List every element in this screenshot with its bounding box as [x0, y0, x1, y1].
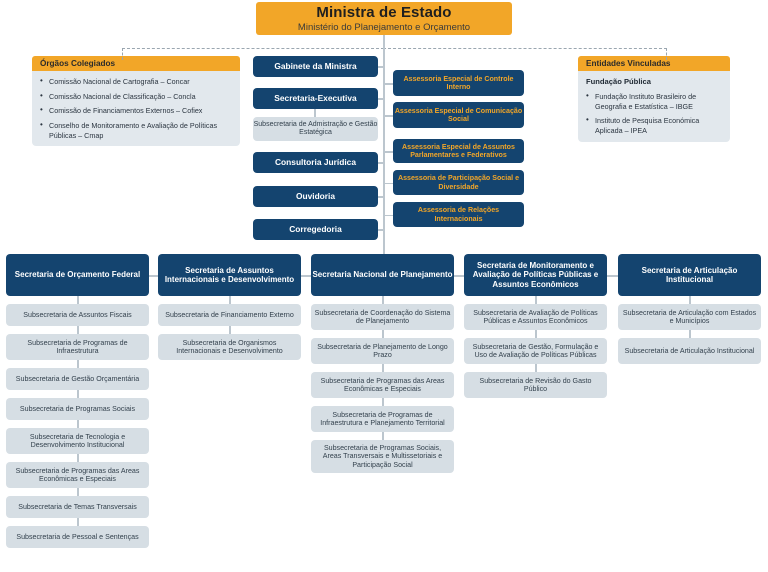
subsecretariat-2-2[interactable]: Subsecretaria de Organismos Internaciona… [158, 334, 301, 360]
list-item[interactable]: Comissão Nacional de Cartografia – Conca… [40, 76, 232, 87]
connector-spine-central-4 [378, 196, 384, 198]
connector-dashed-right-down [666, 48, 667, 60]
subsecretariat-5-2[interactable]: Subsecretaria de Articulação Institucion… [618, 338, 761, 364]
connector-sub-3-2 [382, 364, 384, 372]
list-item[interactable]: Conselho de Monitoramento e Avaliação de… [40, 120, 232, 140]
central-box-5[interactable]: Corregedoria [253, 219, 378, 240]
secretariat-5[interactable]: Secretaria de Articulação Institucional [618, 254, 761, 296]
subsecretariat-3-1[interactable]: Subsecretaria de Coordenação do Sistema … [311, 304, 454, 330]
connector-secretariat-4-down [535, 296, 537, 304]
subsecretariat-1-6[interactable]: Subsecretaria de Programas das Areas Eco… [6, 462, 149, 488]
title-main: Ministra de Estado [316, 3, 452, 21]
advisory-box-4[interactable]: Assessoria de Participação Social e Dive… [393, 170, 524, 195]
connector-exec-sub [314, 109, 316, 117]
subsecretariat-4-3[interactable]: Subsecretaria de Revisão do Gasto Públic… [464, 372, 607, 398]
subsecretariat-5-1[interactable]: Subsecretaria de Articulação com Estados… [618, 304, 761, 330]
advisory-box-3[interactable]: Assessoria Especial de Assuntos Parlamen… [393, 139, 524, 163]
subsecretariat-1-5[interactable]: Subsecretaria de Tecnologia e Desenvolvi… [6, 428, 149, 454]
subsecretariat-3-2[interactable]: Subsecretaria de Planejamento de Longo P… [311, 338, 454, 364]
connector-spine-advisory-3 [383, 151, 393, 153]
connector-sub-3-3 [382, 398, 384, 406]
list-item[interactable]: Comissão Nacional de Classificação – Con… [40, 91, 232, 102]
connector-spine-advisory-1 [383, 83, 393, 85]
connector-secretariat-3-down [382, 296, 384, 304]
connector-spine-advisory-4 [383, 182, 393, 184]
title-sub: Ministério do Planejamento e Orçamento [297, 22, 471, 34]
connector-spine-central-3 [378, 162, 384, 164]
subsecretariat-3-5[interactable]: Subsecretaria de Programas Sociais, Area… [311, 440, 454, 473]
connector-sub-1-4 [77, 420, 79, 428]
connector-spine-advisory-2 [383, 115, 393, 117]
advisory-box-1[interactable]: Assessoria Especial de Controle Interno [393, 70, 524, 96]
central-box-2[interactable]: Secretaria-Executiva [253, 88, 378, 109]
subsecretariat-2-1[interactable]: Subsecretaria de Financiamento Externo [158, 304, 301, 326]
secretariat-3[interactable]: Secretaria Nacional de Planejamento [311, 254, 454, 296]
central-box-4[interactable]: Ouvidoria [253, 186, 378, 207]
advisory-box-5[interactable]: Assessoria de Relações Internacionais [393, 202, 524, 227]
panel-right-header: Entidades Vinculadas [578, 56, 730, 71]
connector-secretariat-2-down [229, 296, 231, 304]
connector-dashed-left [122, 48, 384, 49]
connector-secretariat-5-down [689, 296, 691, 304]
connector-spine-advisory-5 [383, 214, 393, 216]
panel-right-subtitle: Fundação Pública [586, 77, 651, 86]
central-box-1[interactable]: Gabinete da Ministra [253, 56, 378, 77]
connector-secretariat-2-3 [301, 275, 311, 277]
connector-spine-central-1 [378, 66, 384, 68]
panel-left: Órgãos ColegiadosComissão Nacional de Ca… [32, 56, 240, 146]
connector-sub-1-7 [77, 518, 79, 526]
secretariat-1[interactable]: Secretaria de Orçamento Federal [6, 254, 149, 296]
connector-sub-1-3 [77, 390, 79, 398]
connector-secretariat-4-5 [607, 275, 618, 277]
subsecretariat-4-2[interactable]: Subsecretaria de Gestão, Formulação e Us… [464, 338, 607, 364]
connector-sub-1-6 [77, 488, 79, 496]
connector-dashed-right [383, 48, 667, 49]
connector-title-down [383, 35, 385, 48]
connector-sub-5-1 [689, 330, 691, 338]
subsecretariat-4-1[interactable]: Subsecretaria de Avaliação de Políticas … [464, 304, 607, 330]
central-executive-sub[interactable]: Subsecretaria de Admistração e Gestão Es… [253, 117, 378, 141]
secretariat-4[interactable]: Secretaria de Monitoramento e Avaliação … [464, 254, 607, 296]
subsecretariat-3-4[interactable]: Subsecretaria de Programas de Infraestru… [311, 406, 454, 432]
central-box-3[interactable]: Consultoria Jurídica [253, 152, 378, 173]
connector-secretariat-3-4 [454, 275, 464, 277]
connector-spine-central-2 [378, 98, 384, 100]
subsecretariat-1-7[interactable]: Subsecretaria de Temas Transversais [6, 496, 149, 518]
panel-left-header: Órgãos Colegiados [32, 56, 240, 71]
subsecretariat-1-2[interactable]: Subsecretaria de Programas de Infraestru… [6, 334, 149, 360]
connector-secretariat-1-down [77, 296, 79, 304]
connector-spine-central-5 [378, 229, 384, 231]
secretariat-2[interactable]: Secretaria de Assuntos Internacionais e … [158, 254, 301, 296]
connector-secretariat-1-2 [149, 275, 158, 277]
connector-sub-2-1 [229, 326, 231, 334]
subsecretariat-3-3[interactable]: Subsecretaria de Programas das Areas Eco… [311, 372, 454, 398]
connector-sub-3-4 [382, 432, 384, 440]
connector-sub-3-1 [382, 330, 384, 338]
subsecretariat-1-3[interactable]: Subsecretaria de Gestão Orçamentária [6, 368, 149, 390]
connector-sub-1-1 [77, 326, 79, 334]
subsecretariat-1-8[interactable]: Subsecretaria de Pessoal e Sentenças [6, 526, 149, 548]
connector-sub-1-2 [77, 360, 79, 368]
panel-right-list: Fundação Instituto Brasileiro de Geograf… [586, 91, 722, 136]
list-item[interactable]: Fundação Instituto Brasileiro de Geograf… [586, 91, 722, 111]
connector-sub-4-2 [535, 364, 537, 372]
connector-sub-4-1 [535, 330, 537, 338]
subsecretariat-1-1[interactable]: Subsecretaria de Assuntos Fiscais [6, 304, 149, 326]
list-item[interactable]: Comissão de Financiamentos Externos – Co… [40, 105, 232, 116]
panel-left-list: Comissão Nacional de Cartografia – Conca… [40, 76, 232, 141]
connector-dashed-left-down [122, 48, 123, 60]
advisory-box-2[interactable]: Assessoria Especial de Comunicação Socia… [393, 102, 524, 128]
connector-sub-1-5 [77, 454, 79, 462]
list-item[interactable]: Instituto de Pesquisa Económica Aplicada… [586, 115, 722, 135]
subsecretariat-1-4[interactable]: Subsecretaria de Programas Sociais [6, 398, 149, 420]
